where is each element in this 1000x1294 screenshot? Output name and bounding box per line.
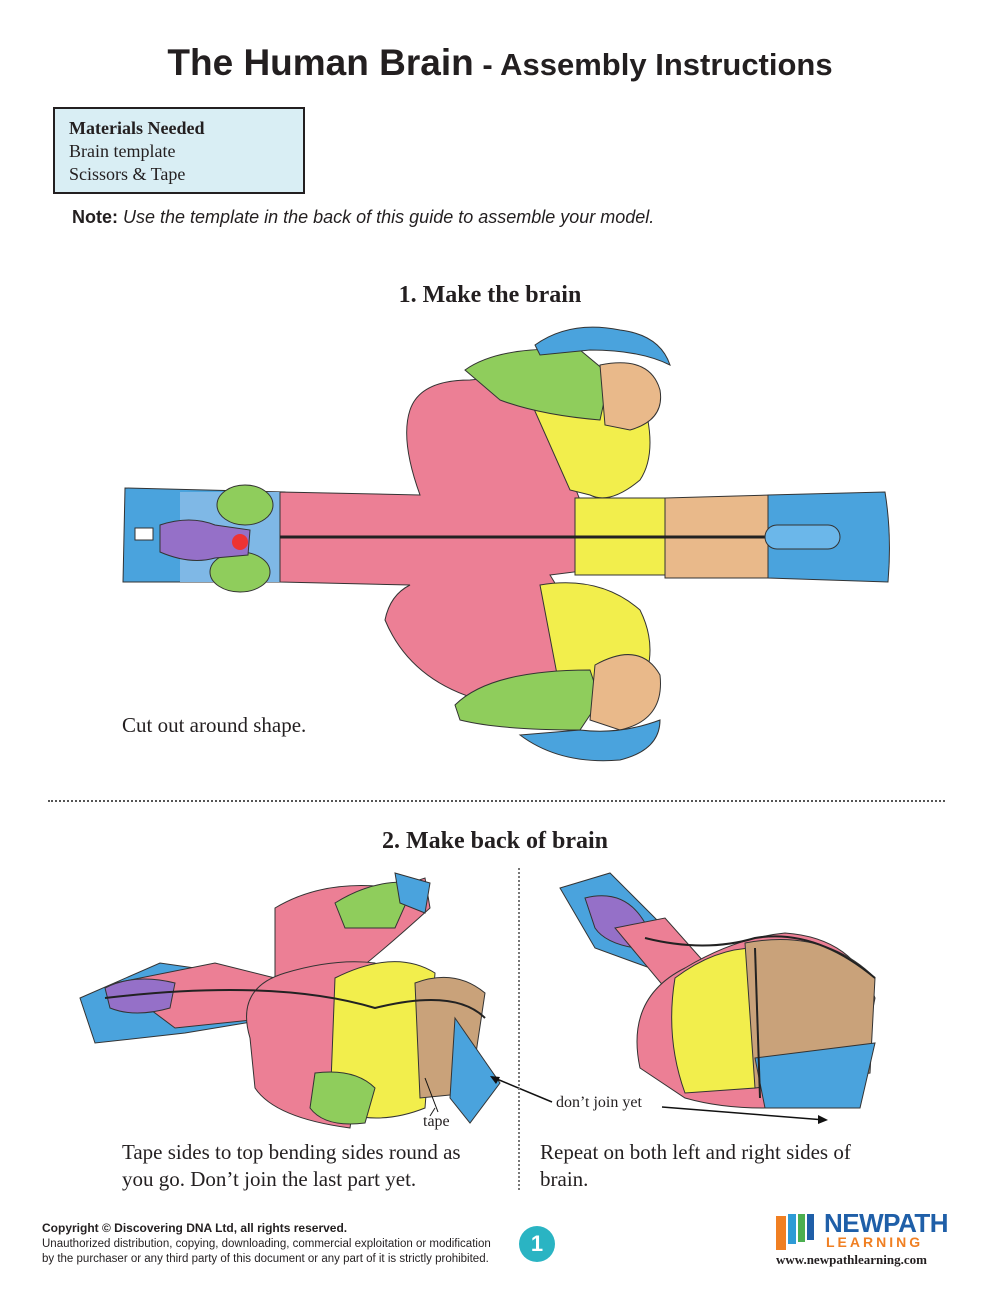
title-sub: Assembly Instructions xyxy=(500,47,833,82)
callout-arrows xyxy=(424,1076,828,1124)
brain-template-flat-image xyxy=(122,326,890,762)
copyright-line: Copyright © Discovering DNA Ltd, all rig… xyxy=(42,1221,348,1235)
title-separator: - xyxy=(473,47,501,82)
notice-line: Unauthorized distribution, copying, down… xyxy=(42,1238,491,1250)
newpath-learning-logo: NEWPATH LEARNING www.newpathlearning.com xyxy=(772,1208,952,1268)
note-text: Use the template in the back of this gui… xyxy=(123,207,655,227)
note-label: Note: xyxy=(72,207,118,227)
page-number-badge: 1 xyxy=(519,1226,555,1262)
logo-text-top: NEWPATH xyxy=(824,1208,949,1238)
step2-heading: 2. Make back of brain xyxy=(381,828,608,854)
website-url: www.newpathlearning.com xyxy=(776,1252,927,1267)
copyright-notice: Copyright © Discovering DNA Ltd, all rig… xyxy=(42,1221,491,1267)
materials-box: Materials Needed Brain template Scissors… xyxy=(53,107,305,194)
page-title: The Human Brain - Assembly Instructions xyxy=(0,42,1000,84)
step1-heading: 1. Make the brain xyxy=(398,282,582,308)
section-divider xyxy=(48,800,945,802)
title-main: The Human Brain xyxy=(167,42,474,83)
step1-caption: Cut out around shape. xyxy=(122,713,307,737)
material-item: Brain template xyxy=(69,141,176,161)
brain-back-assembly-right-image xyxy=(559,872,876,1109)
notice-line: by the purchaser or any third party of t… xyxy=(42,1253,489,1265)
material-item: Scissors & Tape xyxy=(69,164,186,184)
vertical-divider xyxy=(518,868,520,1190)
step2-caption-right: Repeat on both left and right sides of b… xyxy=(540,1140,851,1191)
dont-join-yet-label: don’t join yet xyxy=(556,1094,642,1111)
tape-label: tape xyxy=(423,1113,450,1130)
brain-back-assembly-left-image xyxy=(79,872,501,1129)
step2-caption-left: Tape sides to top bending sides round as… xyxy=(122,1140,461,1191)
materials-heading: Materials Needed xyxy=(69,118,205,138)
note: Note: Use the template in the back of th… xyxy=(72,207,654,228)
book-logo-icon xyxy=(776,1214,814,1250)
logo-text-bottom: LEARNING xyxy=(826,1234,924,1250)
